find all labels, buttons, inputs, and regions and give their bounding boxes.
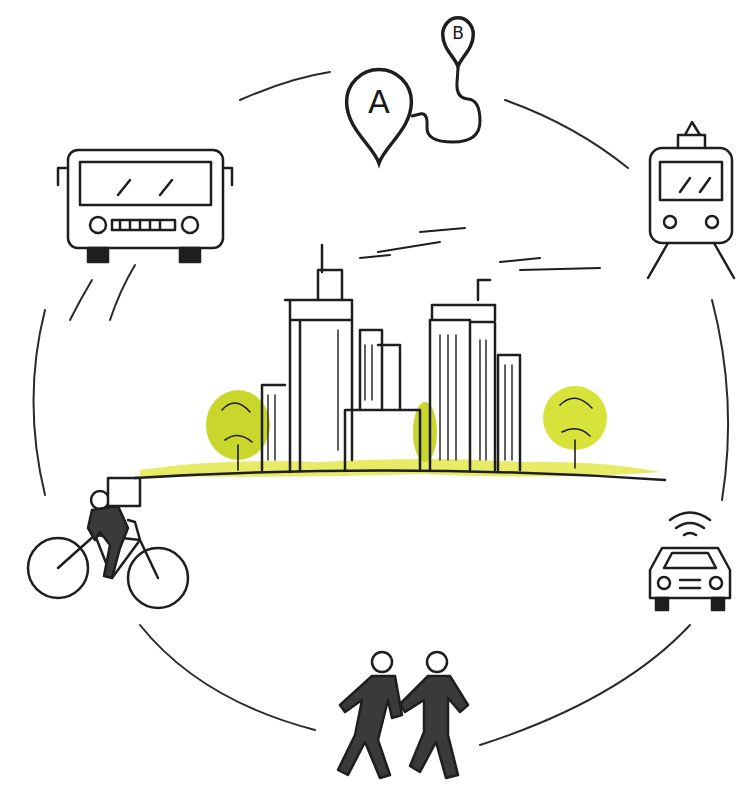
tram-rails: [648, 243, 734, 278]
tram-window: [660, 162, 722, 200]
rider-head: [91, 491, 109, 509]
arc: [712, 300, 728, 500]
walker-body: [338, 676, 402, 778]
car-grille: [680, 580, 700, 588]
bus-icon: [58, 150, 232, 262]
car-wheel: [656, 598, 668, 610]
bus-wheel: [88, 248, 108, 262]
pin-letter: B: [441, 16, 475, 50]
pin-letter: A: [343, 66, 415, 138]
bus-body: [68, 150, 223, 248]
tram-light: [706, 216, 718, 228]
bus-grille: [112, 220, 175, 230]
map-pin: A: [343, 66, 415, 166]
walker-head: [427, 652, 447, 672]
tower: [262, 355, 520, 470]
cloud-strokes: [360, 228, 600, 270]
bus-wheel: [180, 248, 200, 262]
tram-icon: [648, 122, 734, 278]
tower: [345, 330, 420, 470]
bus-mirrors: [58, 168, 232, 185]
arc: [34, 310, 46, 495]
bus-glare: [118, 180, 172, 195]
route-line: [412, 68, 480, 142]
bus-light: [90, 217, 106, 233]
city-sketch: [135, 228, 665, 480]
tram-pantograph: [678, 122, 705, 148]
map-pin: B: [441, 16, 475, 68]
car-signal: [670, 513, 710, 536]
car-window: [664, 553, 716, 568]
arc: [505, 100, 628, 168]
car-light: [658, 577, 670, 589]
rider-backpack: [108, 478, 140, 506]
tram-glare: [680, 178, 710, 192]
arc: [140, 625, 315, 730]
arc: [70, 280, 92, 320]
walkers-icon: [338, 652, 468, 778]
rider-body: [88, 506, 128, 578]
car-light: [710, 577, 722, 589]
tram-light: [664, 216, 676, 228]
walker-head: [372, 652, 392, 672]
bus-light: [182, 217, 198, 233]
arc: [240, 72, 330, 100]
ground-line: [135, 470, 665, 480]
tower-windows: [268, 330, 512, 460]
car-icon: [650, 513, 730, 611]
arc: [110, 265, 135, 320]
tram-body: [650, 148, 732, 243]
ring-arcs: [34, 72, 729, 745]
car-wheel: [712, 598, 724, 610]
tower: [285, 245, 352, 472]
arc: [480, 625, 690, 745]
bus-window: [80, 162, 211, 205]
car-body: [650, 548, 730, 598]
cyclist-icon: [28, 478, 188, 608]
walker-body: [400, 676, 468, 778]
